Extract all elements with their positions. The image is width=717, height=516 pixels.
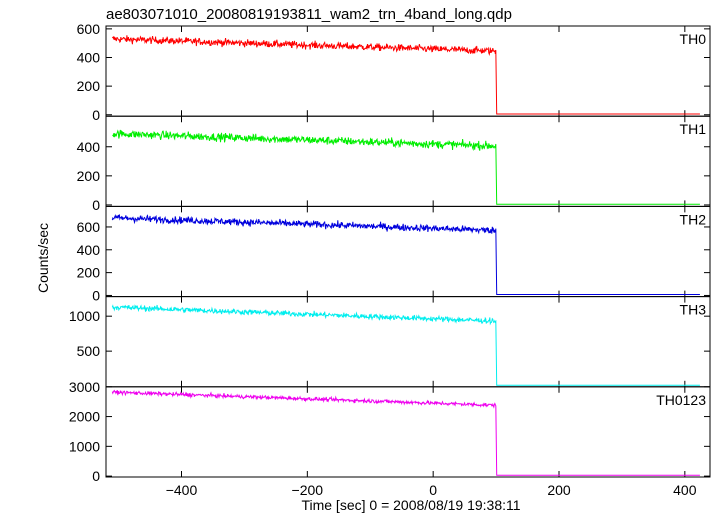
y-tick-label: 0 <box>92 107 100 123</box>
y-tick-label: 3000 <box>69 379 100 395</box>
x-tick-label: 200 <box>547 482 571 498</box>
panel-label: TH0123 <box>656 392 706 408</box>
panel-label: TH3 <box>680 302 707 318</box>
chart-title: ae803071010_20080819193811_wam2_trn_4ban… <box>106 6 512 23</box>
y-tick-label: 1000 <box>69 438 100 454</box>
y-tick-label: 0 <box>92 287 100 303</box>
y-tick-label: 600 <box>77 219 101 235</box>
panel-frame <box>105 115 711 207</box>
y-tick-label: 0 <box>92 468 100 484</box>
panel-label: TH0 <box>680 31 707 47</box>
y-tick-label: 400 <box>77 139 101 155</box>
series-th2 <box>111 214 700 296</box>
y-tick-label: 500 <box>77 343 101 359</box>
y-tick-label: 0 <box>92 197 100 213</box>
y-tick-label: 2000 <box>69 409 100 425</box>
panel-th3: 500 1000 TH3 <box>69 296 711 388</box>
y-tick-label: 400 <box>77 242 101 258</box>
series-th1 <box>112 129 700 205</box>
x-axis-label: Time [sec] 0 = 2008/08/19 19:38:11 <box>301 497 520 513</box>
y-axis-label: Counts/sec <box>35 223 51 293</box>
panel-label: TH1 <box>680 121 707 137</box>
y-tick-label: 200 <box>77 78 101 94</box>
series-th0123 <box>111 389 700 476</box>
y-tick-label: 600 <box>77 21 101 37</box>
panel-th1: 0 200 400 TH1 <box>77 115 711 213</box>
y-tick-label: 200 <box>77 168 101 184</box>
y-tick-label: 400 <box>77 49 101 65</box>
x-tick-label: 0 <box>429 482 437 498</box>
panel-frame <box>105 25 711 117</box>
y-tick-label: 200 <box>77 265 101 281</box>
panel-label: TH2 <box>680 211 707 227</box>
x-tick-label: −400 <box>166 482 198 498</box>
y-tick-label: 1000 <box>69 308 100 324</box>
series-th3 <box>111 304 700 386</box>
x-tick-label: −200 <box>292 482 324 498</box>
x-tick-label: 400 <box>673 482 697 498</box>
panel-frame <box>105 386 711 478</box>
series-th0 <box>111 35 700 115</box>
panel-th2: 0 200 400 600 TH2 <box>77 205 711 303</box>
